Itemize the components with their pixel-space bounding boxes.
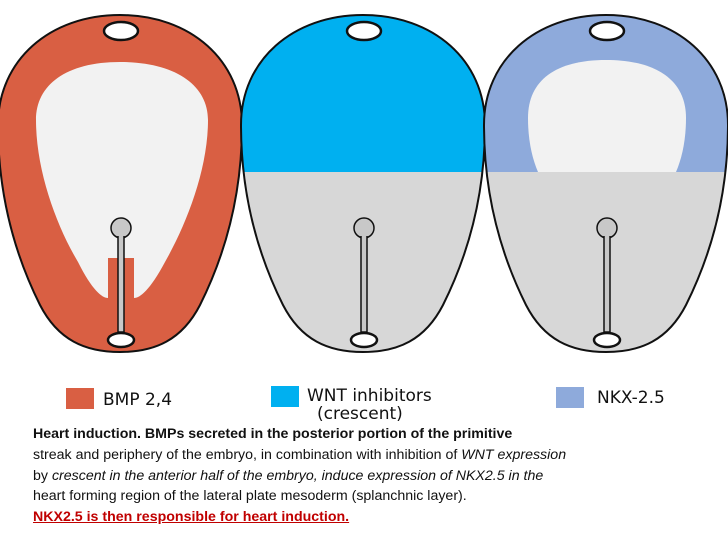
legend-label-bmp: BMP 2,4 bbox=[103, 390, 173, 410]
primitive-streak bbox=[360, 236, 368, 333]
anterior-ring bbox=[588, 20, 626, 42]
node bbox=[596, 217, 618, 239]
posterior-ring bbox=[349, 331, 379, 349]
embryo-diagram bbox=[0, 14, 728, 353]
caption-line-2: streak and periphery of the embryo, in c… bbox=[33, 445, 723, 466]
posterior-ring bbox=[592, 331, 622, 349]
caption-line-3: by crescent in the anterior half of the … bbox=[33, 466, 723, 487]
caption-line-4: heart forming region of the lateral plat… bbox=[33, 488, 467, 505]
legend-swatch-wnt bbox=[271, 386, 299, 407]
bmp-interior bbox=[36, 62, 208, 298]
caption-line-1: Heart induction. BMPs secreted in the po… bbox=[33, 426, 513, 442]
legend-label-nkx: NKX-2.5 bbox=[597, 388, 665, 408]
primitive-streak bbox=[117, 236, 125, 333]
embryo-wnt bbox=[240, 14, 486, 353]
primitive-streak bbox=[603, 236, 611, 333]
posterior-ring bbox=[106, 331, 136, 349]
caption: Heart induction. BMPs secreted in the po… bbox=[33, 424, 723, 528]
caption-line-3-italic: crescent in the anterior half of the emb… bbox=[51, 467, 544, 484]
caption-line-3-text: by bbox=[33, 467, 52, 484]
caption-line-2-text: streak and periphery of the embryo, in c… bbox=[33, 446, 462, 463]
node bbox=[110, 217, 132, 239]
caption-line-5: NKX2.5 is then responsible for heart ind… bbox=[33, 507, 723, 528]
anterior-ring bbox=[345, 20, 383, 42]
anterior-ring bbox=[102, 20, 140, 42]
legend-swatch-bmp bbox=[66, 388, 94, 409]
legend-label-wnt: WNT inhibitors bbox=[307, 386, 432, 406]
caption-conclusion: NKX2.5 is then responsible for heart ind… bbox=[33, 509, 350, 526]
nkx-interior bbox=[528, 60, 686, 172]
embryo-bmp bbox=[0, 14, 243, 353]
caption-line-2-italic: WNT expression bbox=[461, 446, 567, 463]
legend-swatch-nkx bbox=[556, 387, 584, 408]
legend-sublabel-wnt: (crescent) bbox=[317, 404, 403, 424]
embryo-nkx bbox=[483, 14, 728, 353]
node bbox=[353, 217, 375, 239]
